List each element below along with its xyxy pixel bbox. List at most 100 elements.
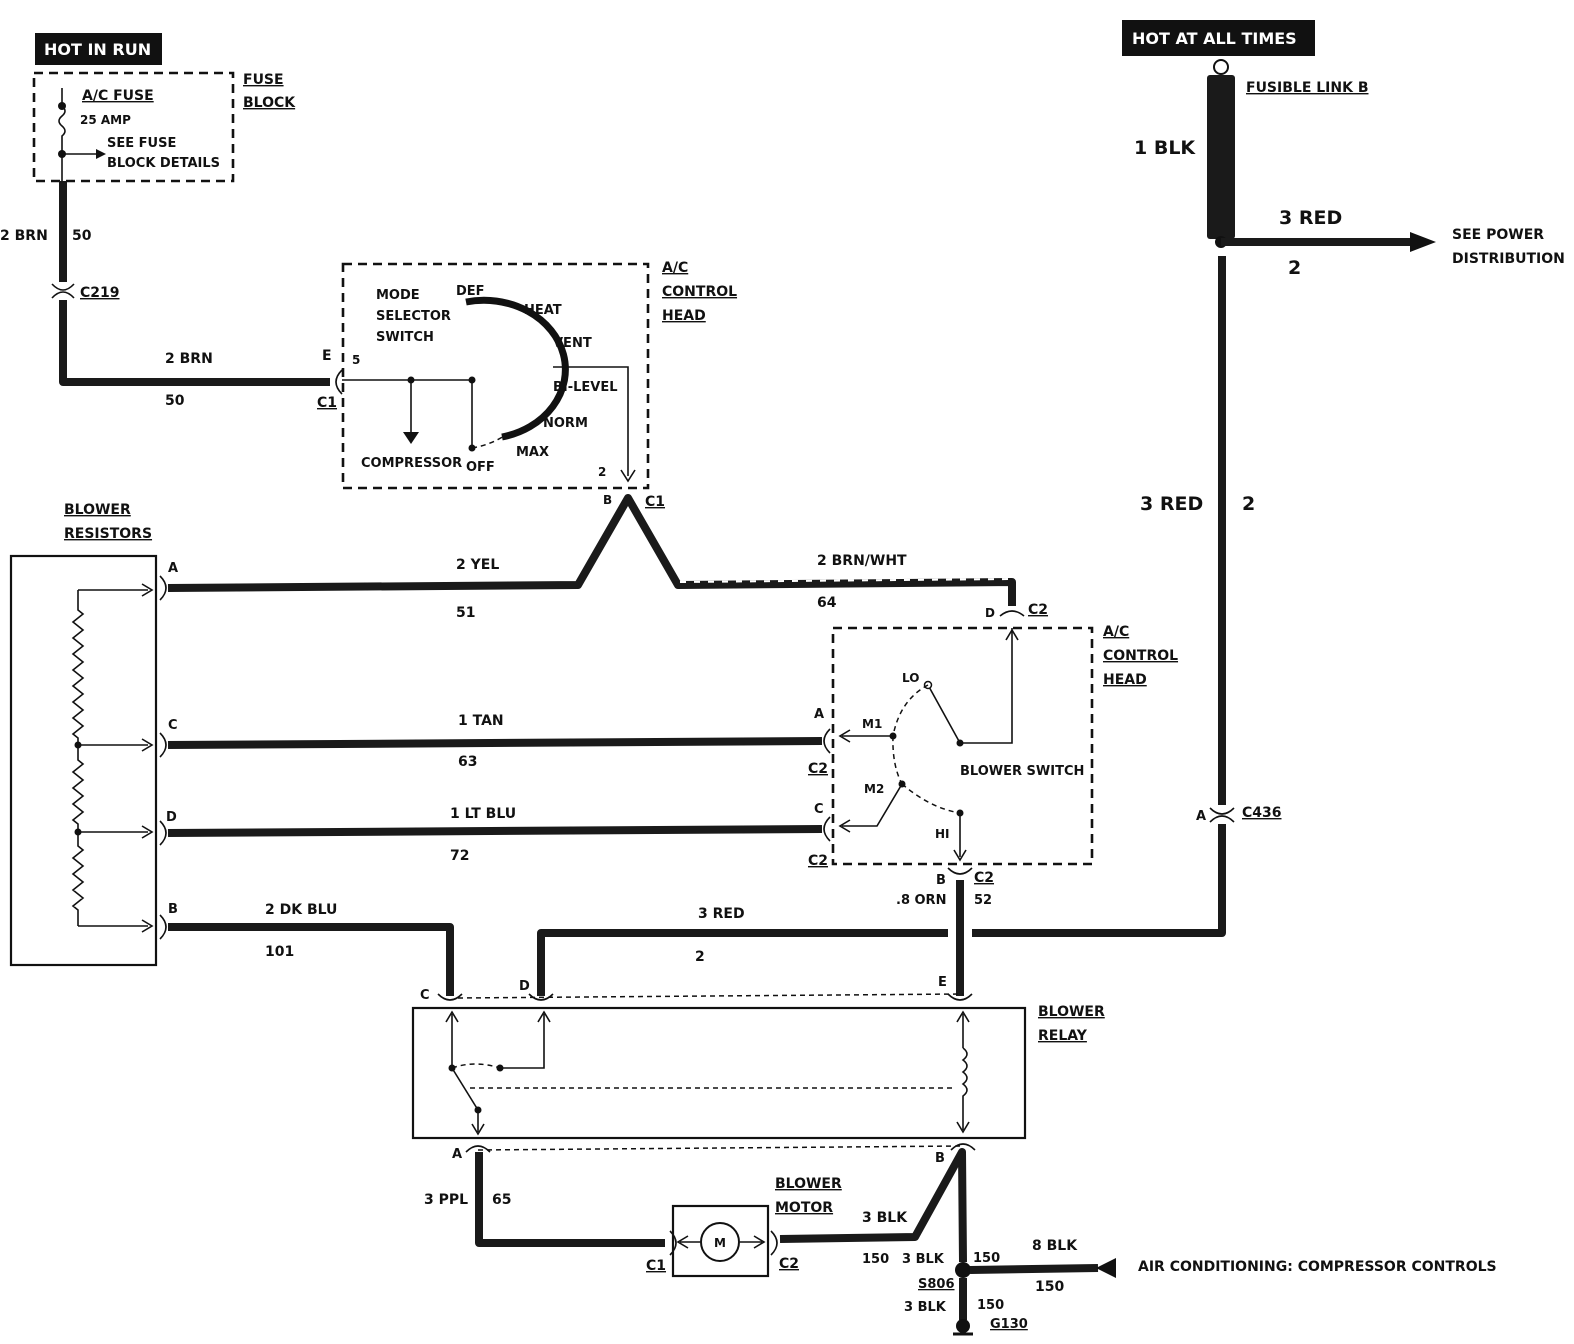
blower-motor-label-1: BLOWER [775,1176,842,1192]
motor-m: M [714,1236,726,1250]
connector-c1-top: C1 [645,494,665,510]
sw-hi: HI [935,827,950,841]
res-pin-a: A [168,561,178,576]
wire-3-ppl [475,1152,665,1247]
wire-3-red-circuit: 2 [695,949,705,965]
blower-relay-box [411,1006,1027,1140]
wire-8-blk [969,1264,1099,1274]
wire-3-red-return [972,824,1226,937]
relay-pin-d: D [519,979,530,994]
ac-control-head-box-top [341,262,650,490]
wire-2-brn-circuit: 50 [72,228,92,244]
wire-8-blk-circuit: 150 [1035,1279,1064,1295]
wire-1-tan-label: 1 TAN [458,713,504,729]
control-head-top-label-2: CONTROL [662,284,737,300]
mode-label-1: MODE [376,288,420,303]
c436-pin-a: A [1196,809,1206,824]
mode-label-3: SWITCH [376,330,434,345]
hot-at-all-times-text: HOT AT ALL TIMES [1132,29,1297,48]
ground-wire-label: 3 BLK [904,1300,947,1315]
connector-c2-a: C2 [808,761,828,777]
blower-resistors-label-1: BLOWER [64,502,131,518]
fusible-link-label: FUSIBLE LINK B [1246,80,1369,96]
pin-2-label: 2 [598,465,606,479]
control-head-bot-label-1: A/C [1103,624,1129,640]
wire-2-yel-label: 2 YEL [456,557,499,573]
blower-switch-label: BLOWER SWITCH [960,764,1084,779]
res-pin-d: D [166,810,177,825]
out-wire-circuit: 2 [1288,257,1301,279]
see-power-2: DISTRIBUTION [1452,251,1565,267]
mode-selector-arc [465,296,569,441]
pos-def: DEF [456,284,485,299]
relay-coil [961,1047,968,1130]
motor-c2: C2 [779,1256,799,1272]
relay-pin-e: E [938,975,947,990]
connector-c2-c: C2 [808,853,828,869]
wire-2-yel-circuit: 51 [456,605,475,621]
connector-c436: C436 [1242,805,1282,821]
blower-motor-symbol [700,1222,740,1262]
pin-a-c2: A [814,707,824,722]
compressor-controls: AIR CONDITIONING: COMPRESSOR CONTROLS [1138,1259,1497,1275]
fuse-block-box [32,71,235,183]
wire-3-blk-label: 3 BLK [862,1210,908,1226]
pos-off: OFF [466,460,495,475]
blower-resistors-box [9,554,158,967]
pos-max: MAX [516,445,549,460]
pin-5-label: 5 [352,353,360,367]
sw-pin-b: B [936,873,946,888]
wire-1-ltblu-circuit: 72 [450,848,469,864]
connector-c2-b: C2 [974,870,994,886]
wire-brnwht-label: 2 BRN/WHT [817,553,907,569]
ground-g130 [956,1319,970,1333]
res-pin-b: B [168,902,178,917]
pin-d-c2: D [985,606,995,620]
pin-b-top: B [603,493,612,507]
down-wire-circuit: 2 [1242,493,1255,515]
fuse-block-label-2: BLOCK [243,95,296,111]
control-head-bot-label-2: CONTROL [1103,648,1178,664]
wire-3-ppl-circuit: 65 [492,1192,511,1208]
ground-wire-circuit: 150 [977,1298,1004,1313]
compressor-label: COMPRESSOR [361,456,462,471]
sw-m1: M1 [862,717,882,731]
blower-relay-label-2: RELAY [1038,1028,1088,1044]
wire-orn-label: .8 ORN [896,893,946,908]
fuse-block-label-1: FUSE [243,72,284,88]
wire-1-tan [167,737,823,749]
ac-fuse-label: A/C FUSE [82,88,154,104]
splice-s806 [955,1262,971,1278]
compressor-arrow [403,432,419,444]
hot-at-all-times-banner [1122,20,1315,56]
pin-e-label: E [322,348,332,364]
fuse-symbol [58,105,66,154]
pos-bilevel: BI-LEVEL [553,380,618,395]
see-fuse-2: BLOCK DETAILS [107,156,220,171]
wire-3-blk-circuit: 150 [862,1252,889,1267]
control-head-top-label-1: A/C [662,260,688,276]
wire-3-blk [779,1148,967,1263]
wire-2-brn-label: 2 BRN [0,228,48,244]
mode-label-2: SELECTOR [376,309,451,324]
fusible-link-wire: 1 BLK [1134,137,1196,159]
hot-in-run-text: HOT IN RUN [44,40,151,59]
wire-2-brn-top-label: 2 BRN [165,351,213,367]
wire-brnwht-circuit: 64 [817,595,837,611]
wire-2-dkblu-circuit: 101 [265,944,294,960]
wire-2-yel-and-brnwht [167,494,1016,606]
blower-relay-label-1: BLOWER [1038,1004,1105,1020]
connector-c2-top: C2 [1028,602,1048,618]
out-wire-label: 3 RED [1279,207,1342,229]
relay-pin-b: B [935,1151,945,1166]
wire-1-ltblu-label: 1 LT BLU [450,806,516,822]
wire-1-tan-circuit: 63 [458,754,477,770]
wire-8-blk-label: 8 BLK [1032,1238,1078,1254]
wire-3-blk-label-2: 3 BLK [902,1252,945,1267]
blower-motor-box [671,1204,770,1278]
wire-3-red-label: 3 RED [698,906,745,922]
connector-c1-left: C1 [317,395,337,411]
wire-2-brn-bottom-circuit: 50 [165,393,185,409]
pin-c-c2: C [814,802,824,817]
